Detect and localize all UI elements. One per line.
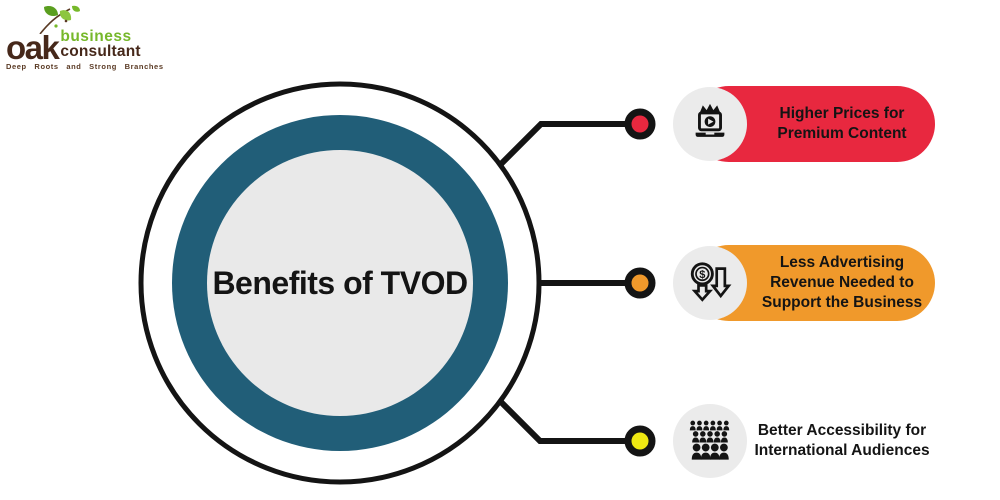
revenue-decrease-icon: $ xyxy=(690,262,732,302)
logo-word-consultant: consultant xyxy=(60,42,141,60)
benefit-card-higher-prices: Higher Prices for Premium Content xyxy=(673,86,935,162)
benefit-icon-circle: $ xyxy=(673,246,747,320)
logo-tagline: Deep Roots and Strong Branches xyxy=(6,62,164,72)
logo-wordmark-oak: oak xyxy=(6,28,60,66)
oak-leaves-icon xyxy=(39,5,80,34)
benefit-label: Higher Prices for Premium Content xyxy=(777,105,907,142)
benefit-card-better-accessibility: Better Accessibility for International A… xyxy=(673,403,935,479)
benefit-icon-circle xyxy=(673,404,747,478)
node-dot-better-accessibility xyxy=(624,425,656,457)
benefit-label: Better Accessibility for International A… xyxy=(754,422,930,459)
brand-logo: oak business consultant Deep Roots and S… xyxy=(6,5,176,72)
diagram-title: Benefits of TVOD xyxy=(212,264,468,301)
logo-word-business: business xyxy=(60,28,132,45)
connector-line-top xyxy=(498,121,628,167)
audience-crowd-icon xyxy=(689,420,730,460)
benefit-card-less-advertising: $ Less Advertising Revenue Needed to Sup… xyxy=(673,245,935,321)
benefit-icon-circle xyxy=(673,87,747,161)
node-dot-less-advertising xyxy=(624,267,656,299)
benefit-label: Less Advertising Revenue Needed to Suppo… xyxy=(761,254,923,311)
svg-text:$: $ xyxy=(699,269,705,281)
hub-inner-circle xyxy=(207,150,473,416)
connector-line-bottom xyxy=(498,399,628,444)
premium-content-laptop-icon xyxy=(695,103,725,137)
node-dot-higher-prices xyxy=(624,108,656,140)
